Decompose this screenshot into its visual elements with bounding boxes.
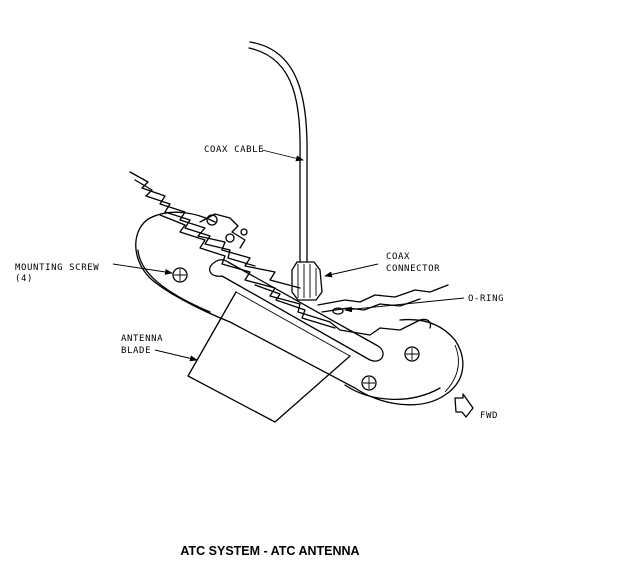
figure-caption: ATC SYSTEM - ATC ANTENNA — [180, 544, 360, 558]
mounting-screw-label-line1: MOUNTING SCREW — [15, 263, 99, 273]
coax-connector-label-line1: COAX — [386, 252, 410, 262]
coax-connector — [291, 261, 323, 301]
o-ring — [332, 307, 344, 315]
o-ring-leader — [344, 297, 465, 313]
coax-connector-label-line2: CONNECTOR — [386, 264, 440, 274]
mounting-bracket — [199, 213, 248, 249]
coax-cable-leader — [261, 149, 304, 162]
antenna-blade-label-line1: ANTENNA — [121, 334, 163, 344]
mounting-screw-3 — [361, 375, 377, 391]
fwd-arrow-icon — [454, 393, 474, 418]
coax-connector-leader — [324, 263, 379, 278]
mounting-screw-label-line2: (4) — [15, 274, 33, 284]
mounting-screw-leader — [112, 263, 173, 275]
o-ring-label: O-RING — [468, 294, 504, 304]
blade-slot — [209, 259, 384, 362]
mounting-screw-2 — [404, 346, 420, 362]
fwd-label: FWD — [480, 411, 498, 421]
mounting-screw-1 — [172, 267, 188, 283]
coax-cable-label: COAX CABLE — [204, 145, 264, 155]
antenna-base-plate — [135, 211, 464, 406]
coax-cable — [248, 41, 308, 263]
antenna-blade — [187, 291, 351, 423]
antenna-blade-leader — [154, 349, 198, 362]
antenna-blade-label-line2: BLADE — [121, 346, 151, 356]
aircraft-skin-cutaway — [129, 171, 449, 336]
